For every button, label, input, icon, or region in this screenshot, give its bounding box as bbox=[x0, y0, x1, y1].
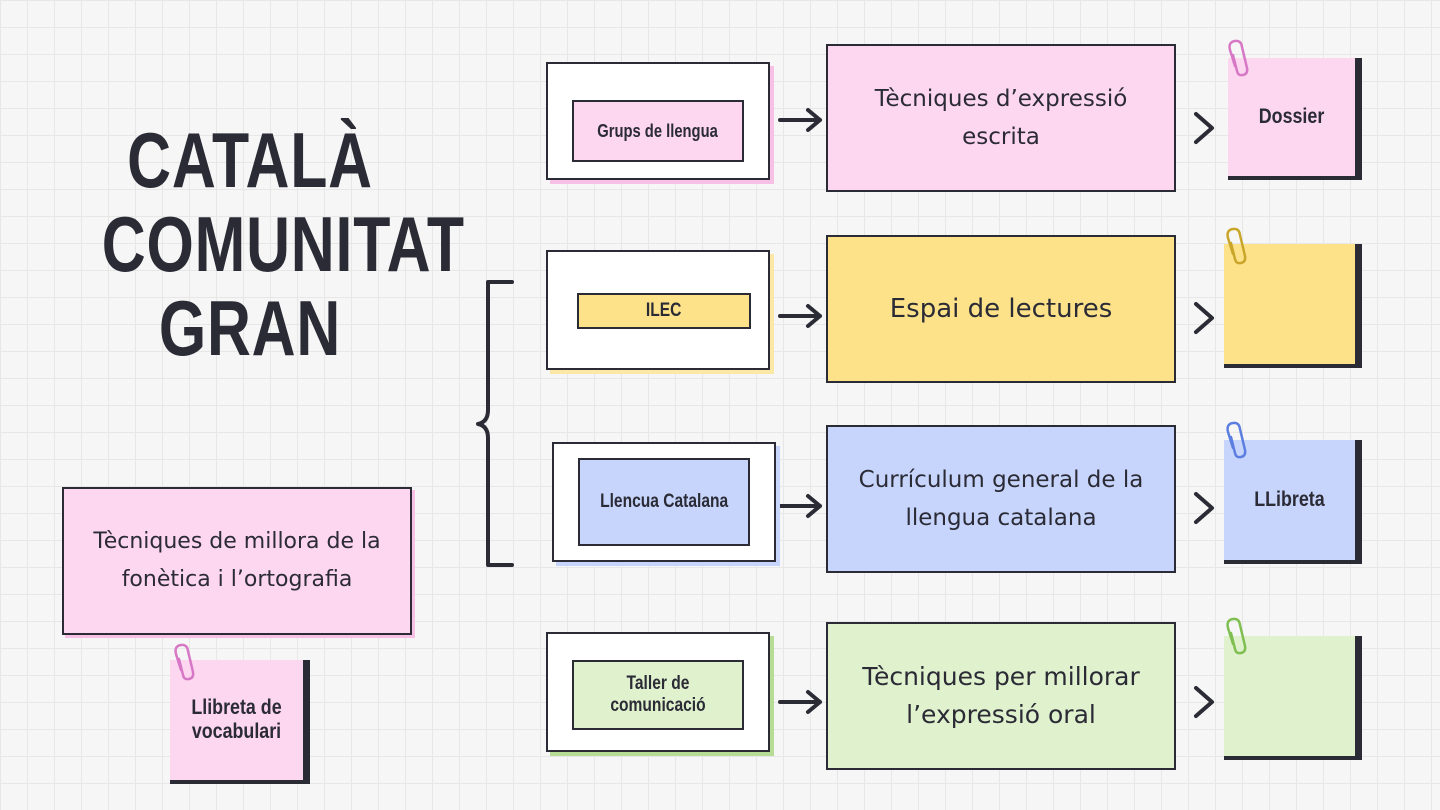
group-label-4-text: Taller de comunicació bbox=[610, 673, 706, 716]
technique-box-4: Tècniques per millorar l’expressió oral bbox=[826, 622, 1176, 770]
paperclip-icon bbox=[1226, 227, 1247, 265]
group-label-1-text: Grups de llengua bbox=[597, 121, 719, 141]
technique-box-2: Espai de lectures bbox=[826, 235, 1176, 383]
paperclip-icon bbox=[1226, 617, 1247, 655]
material-note-4 bbox=[1224, 636, 1362, 760]
arrow-right-icon bbox=[778, 690, 822, 714]
chevron-right-icon bbox=[1194, 112, 1214, 144]
group-label-1: Grups de llengua bbox=[572, 100, 744, 162]
paperclip-icon bbox=[1228, 39, 1249, 77]
paperclip-icon bbox=[1226, 421, 1247, 459]
technique-text-4: Tècniques per millorar l’expressió oral bbox=[862, 662, 1140, 729]
chevron-right-icon bbox=[1194, 492, 1214, 524]
title-line-1: CATALÀ bbox=[127, 116, 373, 204]
arrow-right-icon bbox=[778, 304, 822, 328]
group-label-4: Taller de comunicació bbox=[572, 660, 744, 730]
technique-text-1: Tècniques d’expressió escrita bbox=[874, 86, 1128, 150]
material-note-1-text: Dossier bbox=[1258, 105, 1325, 128]
material-note-2 bbox=[1224, 244, 1362, 368]
title-line-3: GRAN bbox=[158, 284, 342, 372]
chevron-right-icon bbox=[1194, 302, 1214, 334]
arrow-right-icon bbox=[778, 108, 822, 132]
vocabulary-note: Llibreta de vocabulari bbox=[170, 660, 310, 784]
group-label-3: Llencua Catalana bbox=[578, 458, 750, 546]
material-note-3-text: LLibreta bbox=[1254, 488, 1325, 511]
group-label-3-text: Llencua Catalana bbox=[599, 491, 729, 512]
material-note-3: LLibreta bbox=[1224, 440, 1362, 564]
group-label-2: ILEC bbox=[577, 293, 751, 329]
chevron-right-icon bbox=[1194, 686, 1214, 718]
curly-brace-icon bbox=[476, 280, 514, 567]
technique-box-3: Currículum general de la llengua catalan… bbox=[826, 425, 1176, 573]
phonetics-text: Tècniques de millora de la fonètica i l’… bbox=[93, 529, 381, 592]
technique-box-1: Tècniques d’expressió escrita bbox=[826, 44, 1176, 192]
group-label-2-text: ILEC bbox=[646, 300, 682, 321]
paperclip-icon bbox=[174, 643, 195, 681]
arrow-right-icon bbox=[778, 494, 822, 518]
technique-text-2: Espai de lectures bbox=[889, 294, 1113, 324]
material-note-1: Dossier bbox=[1228, 58, 1362, 180]
technique-text-3: Currículum general de la llengua catalan… bbox=[858, 467, 1144, 531]
vocabulary-note-text: Llibreta de vocabulari bbox=[191, 696, 282, 743]
phonetics-box: Tècniques de millora de la fonètica i l’… bbox=[62, 487, 412, 635]
